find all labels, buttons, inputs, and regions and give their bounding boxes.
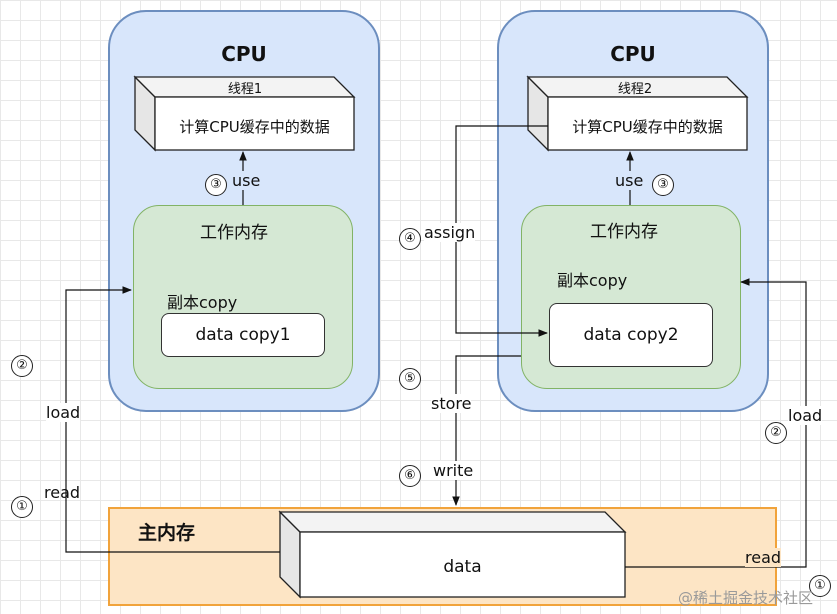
thread2-text: 计算CPU缓存中的数据 bbox=[572, 118, 723, 136]
step-read-left: ① bbox=[11, 496, 33, 518]
main-data-cube bbox=[278, 510, 627, 599]
step-use-left: ③ bbox=[205, 174, 227, 196]
thread2-cube bbox=[526, 75, 749, 152]
thread1-label: 线程1 bbox=[227, 82, 263, 97]
thread1-cube bbox=[133, 75, 356, 152]
load-label-right: load bbox=[788, 406, 823, 425]
data-copy1-box: data copy1 bbox=[161, 313, 325, 357]
write-label: write bbox=[433, 461, 474, 480]
cpu-title-right: CPU bbox=[610, 42, 656, 66]
load-label-left: load bbox=[46, 403, 81, 422]
step-store: ⑤ bbox=[399, 368, 421, 390]
copy-label-right: 副本copy bbox=[557, 271, 628, 290]
read-label-left: read bbox=[44, 483, 81, 502]
main-memory-title: 主内存 bbox=[138, 522, 196, 544]
step-assign: ④ bbox=[399, 228, 421, 250]
step-load-left: ② bbox=[11, 355, 33, 377]
assign-label: assign bbox=[424, 223, 476, 242]
use-label-left: use bbox=[232, 171, 261, 190]
read-label-right: read bbox=[745, 548, 782, 567]
main-data-label: data bbox=[443, 557, 482, 577]
thread1-text: 计算CPU缓存中的数据 bbox=[179, 118, 330, 136]
working-memory-title-left: 工作内存 bbox=[200, 223, 268, 243]
watermark: @稀土掘金技术社区 bbox=[677, 589, 813, 607]
thread2-label: 线程2 bbox=[617, 82, 653, 97]
cpu-title-left: CPU bbox=[221, 42, 267, 66]
step-load-right: ② bbox=[765, 422, 787, 444]
working-memory-title-right: 工作内存 bbox=[590, 222, 658, 242]
working-memory-left bbox=[133, 205, 353, 389]
use-label-right: use bbox=[615, 171, 644, 190]
step-write: ⑥ bbox=[399, 465, 421, 487]
store-label: store bbox=[431, 394, 472, 413]
step-read-right: ① bbox=[809, 575, 831, 597]
step-use-right: ③ bbox=[652, 174, 674, 196]
data-copy2-box: data copy2 bbox=[549, 303, 713, 367]
copy-label-left: 副本copy bbox=[167, 293, 238, 312]
